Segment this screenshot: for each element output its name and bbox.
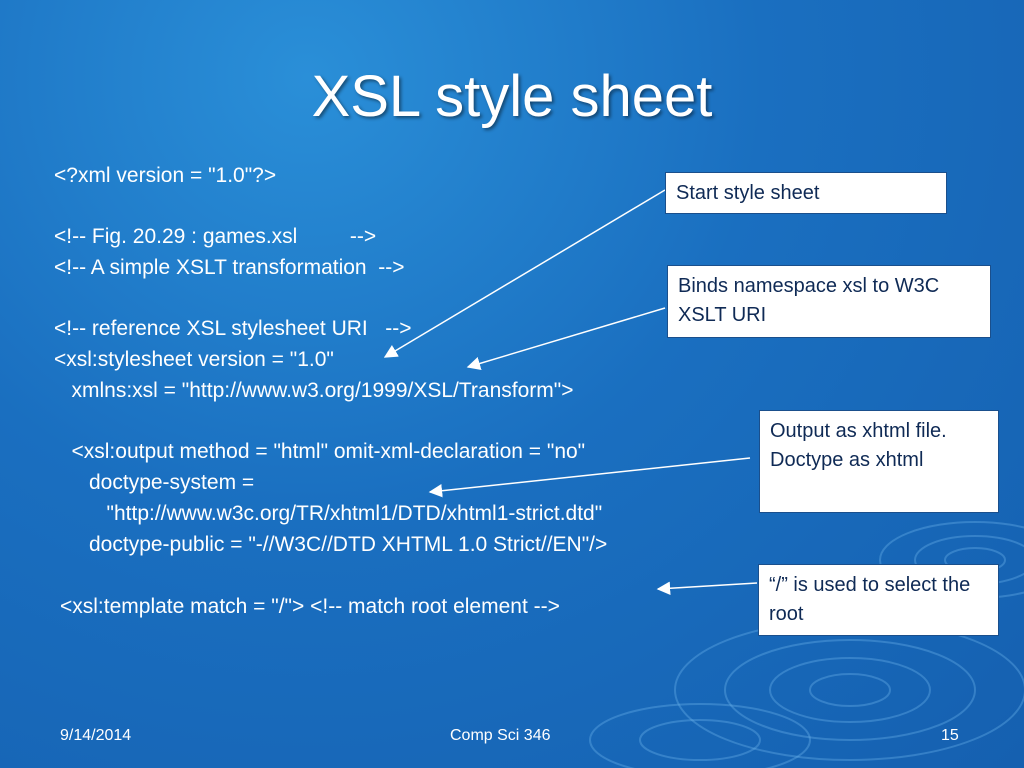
code-line: <!-- reference XSL stylesheet URI -->: [54, 317, 412, 340]
code-line: doctype-system =: [54, 471, 255, 494]
callout-select-root: “/” is used to select the root: [758, 564, 999, 636]
code-line: <xsl:template match = "/"> <!-- match ro…: [60, 595, 560, 618]
code-line: <xsl:stylesheet version = "1.0": [54, 348, 334, 371]
code-line: doctype-public = "-//W3C//DTD XHTML 1.0 …: [54, 533, 608, 556]
callout-binds-namespace: Binds namespace xsl to W3C XSLT URI: [667, 265, 991, 338]
footer-page-number: 15: [941, 727, 959, 744]
code-line: <?xml version = "1.0"?>: [54, 164, 277, 187]
arrow-select-root: [656, 581, 758, 596]
code-line: <!-- A simple XSLT transformation -->: [54, 256, 405, 279]
code-line: <xsl:output method = "html" omit-xml-dec…: [54, 440, 586, 463]
slide-title: XSL style sheet: [311, 64, 713, 129]
footer-course: Comp Sci 346: [450, 727, 551, 744]
arrow-start-style-sheet: [383, 189, 666, 358]
code-line: "http://www.w3c.org/TR/xhtml1/DTD/xhtml1…: [54, 502, 603, 525]
footer-date: 9/14/2014: [60, 727, 132, 744]
code-line: <!-- Fig. 20.29 : games.xsl -->: [54, 225, 377, 248]
arrow-binds-namespace: [466, 307, 666, 370]
callout-output-xhtml: Output as xhtml file. Doctype as xhtml: [759, 410, 999, 513]
arrow-output-xhtml: [428, 457, 751, 498]
code-line: xmlns:xsl = "http://www.w3.org/1999/XSL/…: [54, 379, 574, 402]
callout-start-style-sheet: Start style sheet: [665, 172, 947, 214]
